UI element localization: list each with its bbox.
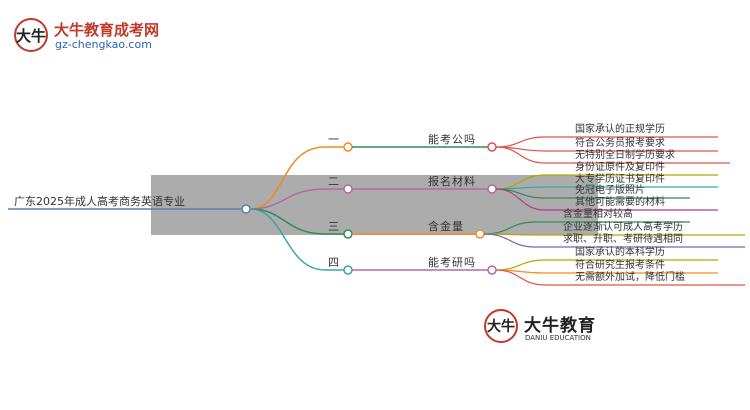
b4-leaf-2-text: 符合研究生报考条件: [575, 260, 665, 271]
branch-2-node: [343, 184, 353, 194]
b1-leaf-3-text: 无特别全日制学历要求: [575, 150, 675, 161]
bottom-brand-logo: 大牛 大牛教育 DANIU EDUCATION: [484, 307, 604, 351]
b3-leaf-1-text: 含金量相对较高: [563, 209, 633, 220]
branch-3-curve: [249, 208, 344, 235]
branch-4-curve: [249, 208, 344, 271]
b4-leaf-1-text: 国家承认的本科学历: [575, 247, 665, 258]
brand-url[interactable]: gz-chengkao.com: [55, 38, 152, 51]
branch-4-label: 能考研吗: [428, 256, 476, 269]
branch-3-node: [343, 229, 353, 239]
brand-name: 大牛教育成考网: [54, 21, 160, 39]
brand-mark-icon: 大牛: [14, 18, 48, 52]
branch-1-end-node: [487, 142, 497, 152]
branch-3-number: 三: [328, 220, 339, 233]
b3-leaf-3: [483, 233, 745, 248]
bottom-brand-en: DANIU EDUCATION: [525, 334, 591, 342]
b1-leaf-2-text: 符合公务员报考要求: [575, 138, 665, 149]
branch-2-curve: [249, 188, 344, 210]
b1-leaf-1-text: 国家承认的正规学历: [575, 124, 665, 135]
branch-4-number: 四: [328, 256, 339, 269]
brand-logo[interactable]: 大牛 大牛教育成考网 gz-chengkao.com: [14, 18, 174, 54]
b3-leaf-2-text: 企业逐渐认可成人高考学历: [563, 222, 683, 233]
branch-1-number: 一: [328, 133, 339, 146]
root-node: [241, 204, 251, 214]
branch-1-label: 能考公吗: [428, 133, 476, 146]
b2-leaf-1-text: 身份证原件及复印件: [575, 162, 665, 173]
b2-leaf-3-text: 免冠电子版照片: [575, 185, 645, 196]
branch-2-number: 二: [328, 175, 339, 188]
branch-4-node: [343, 265, 353, 275]
b4-leaf-3-text: 无需额外加试，降低门槛: [575, 272, 685, 283]
b1-leaf-3: [495, 146, 730, 164]
b3-leaf-3-text: 求职、升职、考研待遇相同: [563, 234, 683, 245]
mindmap-root: 广东2025年成人高考商务英语专业: [14, 195, 185, 208]
b2-leaf-4-text: 其他可能需要的材料: [575, 197, 665, 208]
branch-3-label: 含金量: [428, 220, 464, 233]
bottom-brand-mark-icon: 大牛: [484, 309, 518, 343]
highlight-band: [151, 175, 598, 235]
branch-3-end-node: [475, 229, 485, 239]
branch-1-curve: [249, 146, 344, 210]
branch-4-end-node: [487, 265, 497, 275]
branch-1-node: [343, 142, 353, 152]
b2-leaf-4: [495, 188, 718, 211]
b2-leaf-2-text: 大专学历证书复印件: [575, 174, 665, 185]
b4-leaf-3: [495, 269, 745, 286]
branch-2-end-node: [487, 184, 497, 194]
bottom-brand-name: 大牛教育: [524, 316, 596, 336]
branch-2-label: 报名材料: [428, 175, 476, 188]
